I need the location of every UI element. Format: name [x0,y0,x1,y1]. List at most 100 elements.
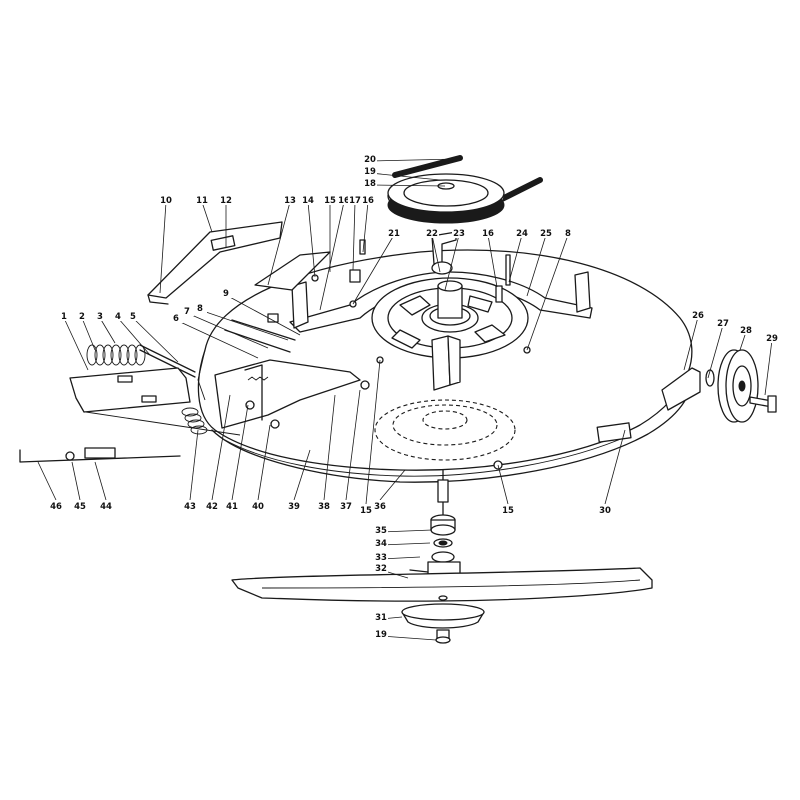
callout-bg [111,310,125,321]
leader-line [380,635,437,641]
callout-19: 19 [363,165,441,181]
leader-line [369,158,459,162]
callout-bg [374,537,388,548]
callout-bg [363,165,377,176]
callout-bg [225,500,239,511]
callout-number: 15 [324,196,336,206]
callout-43: 43 [183,429,199,512]
callout-21: 21 [352,227,401,305]
callout-7: 7 [180,305,269,349]
callout-bg [193,302,207,313]
callout-34: 34 [374,537,431,549]
callout-31: 31 [374,611,403,623]
callout-12: 12 [219,194,233,247]
leader-line [99,317,116,344]
callout-number: 3 [97,312,103,322]
callout-number: 12 [220,196,232,206]
callout-8: 8 [526,227,575,351]
callout-bg [73,500,87,511]
callout-16: 16 [361,194,375,253]
callout-19: 19 [374,628,437,641]
leader-line [323,394,336,501]
spindle-underside [374,399,516,461]
callout-number: 7 [184,307,190,317]
callout-33: 33 [374,551,421,563]
callout-number: 36 [374,502,386,512]
leader-line [352,234,395,305]
callout-number: 44 [100,502,112,512]
leader-line [369,184,446,187]
spring-rod [69,344,241,436]
callout-number: 19 [364,167,376,177]
callout-bg [374,628,388,639]
leader-line [63,317,89,371]
leader-line [604,429,626,505]
callout-4: 4 [111,310,151,356]
callout-number: 32 [375,564,387,574]
leader-line [431,234,441,273]
leader-line [231,404,249,501]
callout-27: 27 [707,317,730,379]
callout-bg [481,227,495,238]
callout-9: 9 [219,287,301,336]
callout-5: 5 [126,310,179,363]
callout-number: 37 [340,502,352,512]
leader-line [201,201,213,233]
callout-number: 20 [364,155,376,165]
callout-number: 16 [362,196,374,206]
callout-3: 3 [93,310,116,344]
leader-line [267,201,291,286]
callout-14: 14 [301,194,316,278]
callout-number: 22 [426,229,438,239]
callout-number: 9 [223,289,229,299]
leader-line [257,424,271,501]
callout-bg [195,194,209,205]
leader-line [444,234,460,291]
callout-number: 45 [74,502,86,512]
leader-line [380,542,431,546]
leader-line [526,234,547,297]
callout-35: 35 [374,524,433,536]
callout-number: 41 [226,502,238,512]
leader-line [380,529,433,533]
leader-line [508,234,523,283]
callout-number: 31 [375,613,387,623]
callout-32: 32 [374,562,409,579]
leader-line [159,201,167,294]
callout-bg [283,194,297,205]
callout-26: 26 [683,309,705,371]
callout-number: 40 [252,502,264,512]
callout-number: 13 [284,196,296,206]
leader-line [94,461,107,501]
callout-bg [691,309,705,320]
callout-number: 15 [360,506,372,516]
callout-46: 46 [37,461,63,512]
leader-line [319,201,345,311]
callout-13: 13 [267,194,297,286]
callout-bg [75,310,89,321]
callout-number: 5 [130,312,136,322]
callout-29: 29 [764,332,779,396]
callout-45: 45 [71,461,87,512]
callout-number: 19 [375,630,387,640]
callout-18: 18 [363,177,446,189]
callout-bg [159,194,173,205]
blade-adapter [401,603,485,644]
callout-16: 16 [481,227,498,288]
callout-8: 8 [193,302,289,341]
callout-24: 24 [508,227,529,283]
callout-bg [561,227,575,238]
callout-bg [361,194,375,205]
callout-bg [515,227,529,238]
callout-38: 38 [317,394,336,512]
callout-bg [183,500,197,511]
callout-number: 26 [692,311,704,321]
callout-bg [126,310,140,321]
callout-number: 23 [453,229,465,239]
callout-number: 18 [364,179,376,189]
callout-bg [287,500,301,511]
callout-number: 30 [599,506,611,516]
callout-bg [501,504,515,515]
callout-number: 10 [160,196,172,206]
wheel [705,349,777,423]
